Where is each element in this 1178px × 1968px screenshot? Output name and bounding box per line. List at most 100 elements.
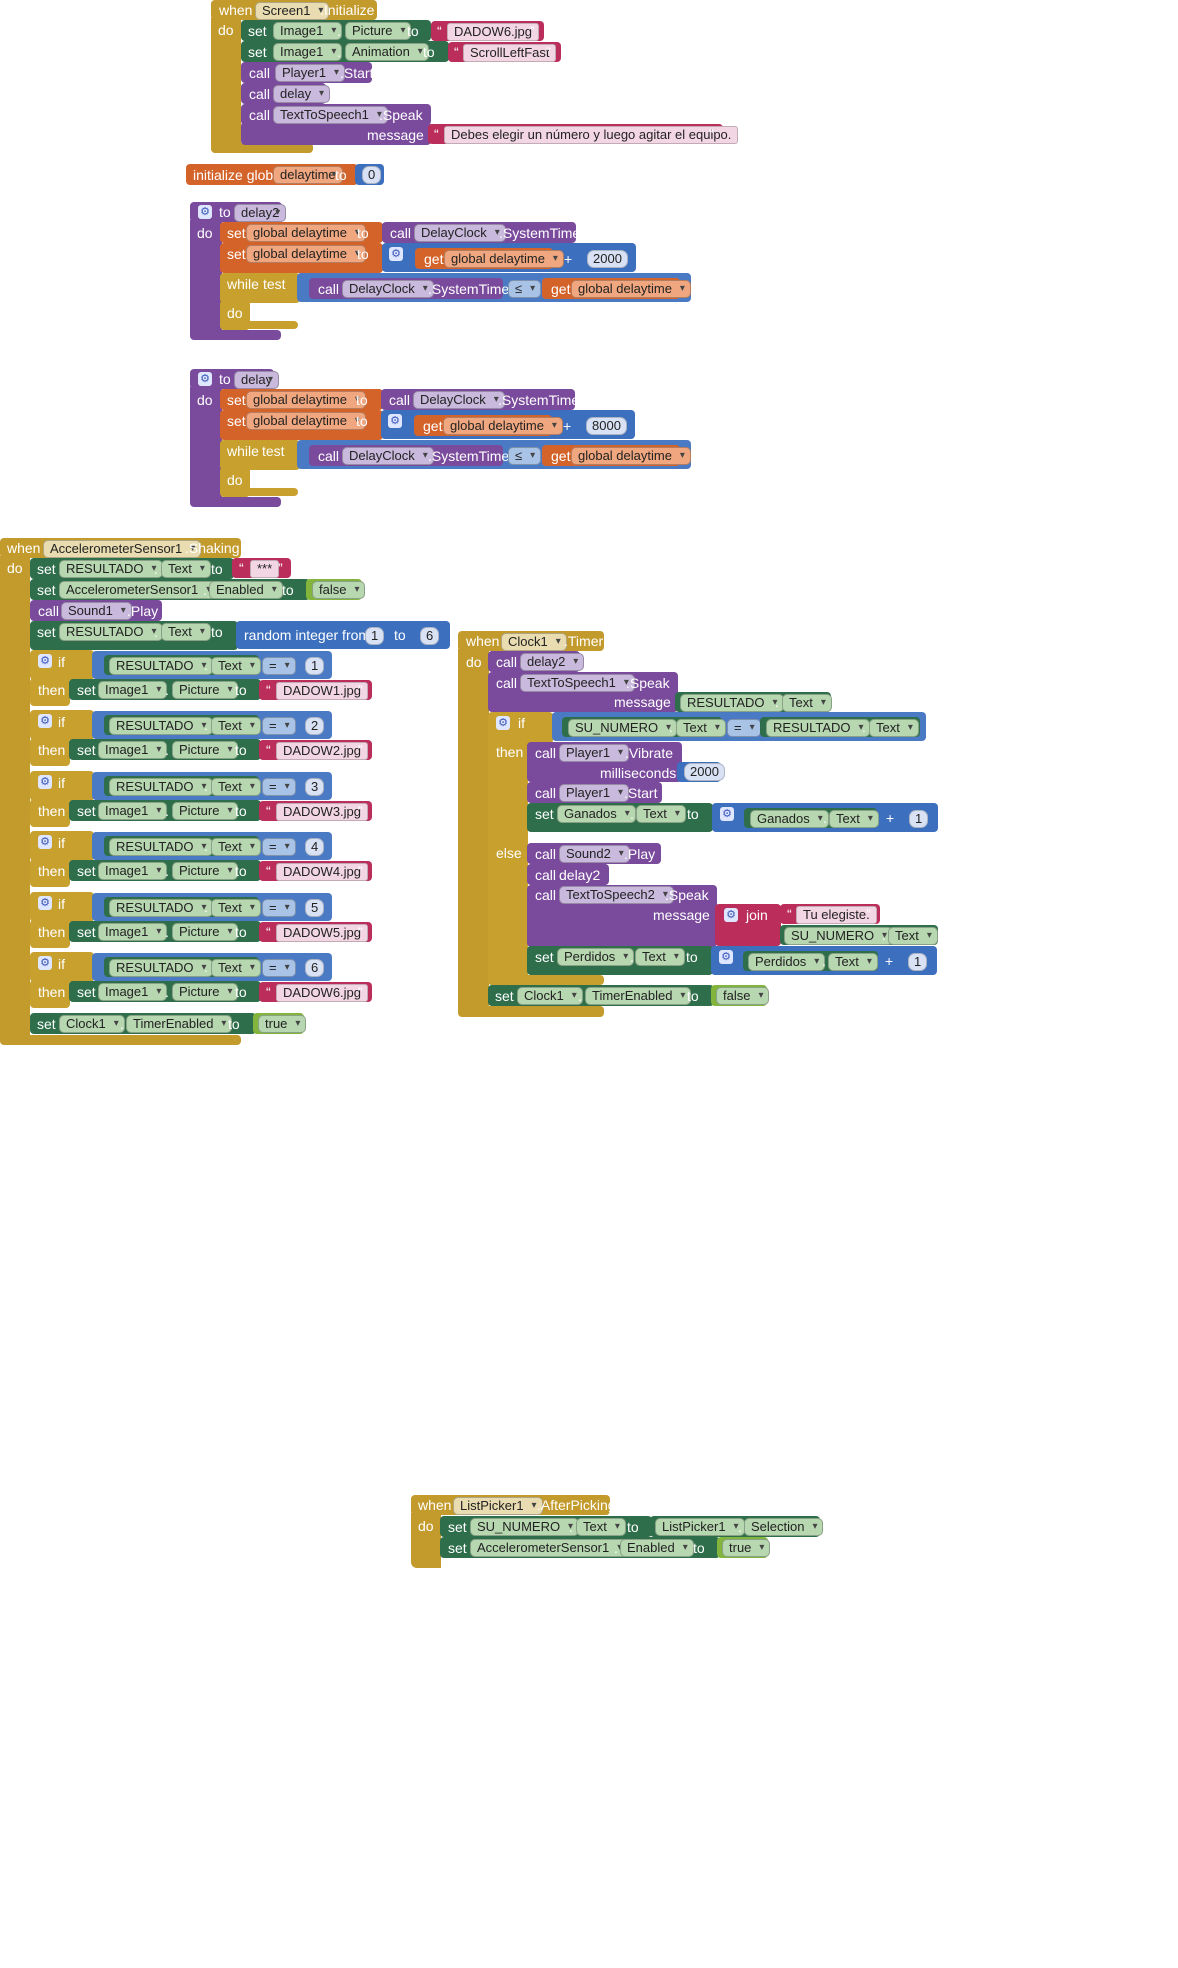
property-dropdown[interactable]: Text [869, 719, 919, 737]
picture-prop-dropdown[interactable]: Picture [172, 801, 239, 820]
tts-dropdown[interactable]: TextToSpeech2 [559, 886, 674, 904]
operator-dropdown[interactable]: ≤ [508, 447, 542, 465]
number-value[interactable]: 1 [908, 953, 928, 971]
property-dropdown[interactable]: Text [211, 898, 261, 917]
number-value[interactable]: 2 [305, 717, 325, 736]
clock-dropdown[interactable]: DelayClock [342, 280, 434, 298]
picture-prop-dropdown[interactable]: Picture [345, 22, 412, 40]
number-value[interactable]: 8000 [586, 417, 627, 435]
component-dropdown[interactable]: Perdidos [748, 953, 826, 971]
string-value[interactable]: Tu elegiste. [796, 906, 877, 924]
property-dropdown[interactable]: Text [782, 694, 832, 712]
component-dropdown[interactable]: Screen1 [255, 2, 330, 20]
gear-icon[interactable]: ⚙ [496, 716, 510, 730]
number-value[interactable]: 1 [365, 627, 385, 645]
component-dropdown[interactable]: RESULTADO [109, 777, 213, 796]
operator-dropdown[interactable]: ≤ [508, 280, 542, 298]
number-value[interactable]: 6 [420, 627, 440, 645]
property-dropdown[interactable]: Text [636, 805, 686, 823]
image-dropdown[interactable]: Image1 [98, 801, 168, 820]
gear-icon[interactable]: ⚙ [38, 654, 52, 668]
picture-prop-dropdown[interactable]: Picture [172, 922, 239, 941]
var-dropdown[interactable]: global delaytime [246, 224, 366, 242]
number-value[interactable]: 6 [305, 959, 325, 977]
property-dropdown[interactable]: Enabled [209, 581, 283, 599]
image-dropdown[interactable]: Image1 [98, 741, 168, 760]
gear-icon[interactable]: ⚙ [198, 205, 212, 219]
number-value[interactable]: 1 [305, 657, 325, 675]
procedure-dropdown[interactable]: delay2 [520, 653, 585, 671]
component-dropdown[interactable]: AccelerometerSensor1 [59, 581, 218, 599]
gear-icon[interactable]: ⚙ [38, 956, 52, 970]
property-dropdown[interactable]: Text [635, 948, 685, 966]
image-dropdown[interactable]: Image1 [98, 681, 168, 699]
component-dropdown[interactable]: RESULTADO [109, 898, 213, 917]
component-dropdown[interactable]: RESULTADO [109, 717, 213, 736]
sound-dropdown[interactable]: Sound1 [61, 602, 132, 620]
var-dropdown[interactable]: global delaytime [246, 245, 366, 263]
component-dropdown[interactable]: RESULTADO [680, 694, 784, 712]
boolean-dropdown[interactable]: true [722, 1539, 771, 1557]
boolean-dropdown[interactable]: false [312, 581, 366, 599]
component-dropdown[interactable]: RESULTADO [109, 657, 213, 675]
number-value[interactable]: 1 [909, 810, 929, 828]
operator-dropdown[interactable]: = [262, 898, 296, 917]
clock-dropdown[interactable]: DelayClock [413, 391, 505, 409]
component-dropdown[interactable]: Ganados [557, 805, 636, 823]
player-dropdown[interactable]: Player1 [275, 64, 346, 82]
gear-icon[interactable]: ⚙ [388, 414, 402, 428]
image-dropdown[interactable]: Image1 [98, 983, 168, 1001]
picture-value[interactable]: DADOW3.jpg [276, 802, 369, 821]
picture-value[interactable]: DADOW6.jpg [276, 984, 369, 1002]
call-delay2-block[interactable] [527, 864, 609, 885]
gear-icon[interactable]: ⚙ [38, 895, 52, 910]
component-dropdown[interactable]: ListPicker1 [453, 1497, 543, 1515]
procedure-name[interactable]: delay2 [234, 204, 287, 222]
animation-value[interactable]: ScrollLeftFast [463, 44, 557, 62]
component-dropdown[interactable]: SU_NUMERO [784, 927, 894, 945]
clock-dropdown[interactable]: DelayClock [414, 224, 506, 242]
number-value[interactable]: 5 [305, 898, 325, 917]
component-dropdown[interactable]: SU_NUMERO [568, 719, 678, 737]
component-dropdown[interactable]: RESULTADO [109, 838, 213, 857]
number-value[interactable]: 4 [305, 838, 325, 857]
component-dropdown[interactable]: Perdidos [557, 948, 635, 966]
operator-dropdown[interactable]: = [262, 777, 296, 796]
picture-value[interactable]: DADOW6.jpg [447, 23, 540, 41]
picture-value[interactable]: DADOW1.jpg [276, 682, 369, 700]
tts-dropdown[interactable]: TextToSpeech1 [273, 106, 388, 124]
component-dropdown[interactable]: RESULTADO [109, 959, 213, 977]
property-dropdown[interactable]: Text [211, 777, 261, 796]
image-dropdown[interactable]: Image1 [273, 22, 343, 40]
picture-value[interactable]: DADOW5.jpg [276, 923, 369, 942]
property-dropdown[interactable]: TimerEnabled [585, 987, 692, 1005]
image-dropdown[interactable]: Image1 [273, 43, 343, 61]
number-value[interactable]: 2000 [587, 250, 628, 268]
gear-icon[interactable]: ⚙ [38, 714, 52, 729]
global-var-name[interactable]: delaytime [273, 166, 343, 184]
number-value[interactable]: 2000 [684, 763, 725, 781]
image-dropdown[interactable]: Image1 [98, 862, 168, 881]
string-value[interactable]: *** [250, 560, 280, 578]
property-dropdown[interactable]: Text [161, 623, 211, 641]
gear-icon[interactable]: ⚙ [198, 372, 212, 386]
gear-icon[interactable]: ⚙ [38, 835, 52, 850]
component-dropdown[interactable]: Clock1 [59, 1015, 125, 1033]
procedure-dropdown[interactable]: delay [273, 85, 331, 103]
property-dropdown[interactable]: Text [576, 1518, 626, 1536]
player-dropdown[interactable]: Player1 [559, 744, 630, 762]
property-dropdown[interactable]: Text [676, 719, 726, 737]
property-dropdown[interactable]: Text [829, 810, 879, 828]
number-value[interactable]: 0 [362, 166, 382, 184]
component-dropdown[interactable]: RESULTADO [59, 560, 163, 578]
operator-dropdown[interactable]: = [262, 657, 296, 675]
while-block[interactable] [220, 273, 300, 303]
gear-icon[interactable]: ⚙ [38, 774, 52, 789]
while-block[interactable] [220, 440, 300, 470]
component-dropdown[interactable]: Clock1 [517, 987, 583, 1005]
var-dropdown[interactable]: global delaytime [246, 412, 366, 430]
var-dropdown[interactable]: global delaytime [246, 391, 366, 409]
picture-value[interactable]: DADOW2.jpg [276, 742, 369, 761]
gear-icon[interactable]: ⚙ [389, 247, 403, 261]
picture-prop-dropdown[interactable]: Picture [172, 681, 239, 699]
